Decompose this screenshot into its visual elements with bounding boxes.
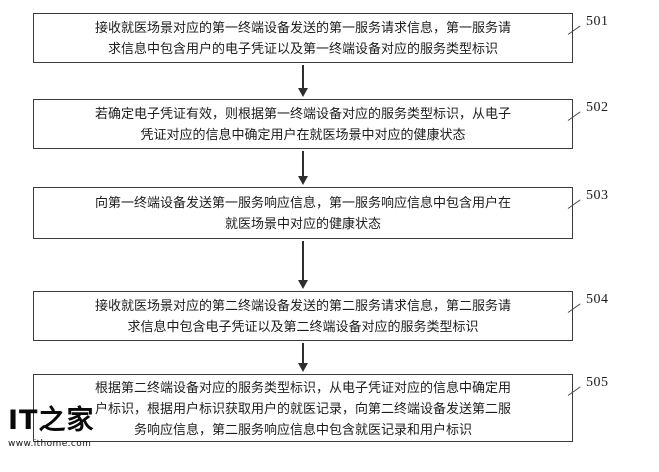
flow-step-4-box: 接收就医场景对应的第二终端设备发送的第二服务请求信息，第二服务请 求信息中包含电…	[33, 291, 573, 341]
arrow-head	[298, 280, 308, 289]
ithome-watermark: IT之家 www.ithome.com	[8, 406, 94, 450]
flow-step-5-text-line: 户标识，根据用户标识获取用户的就医记录，向第二终端设备发送第二服	[94, 400, 511, 416]
flow-step-3-text-line: 向第一终端设备发送第一服务响应信息，第一服务响应信息中包含用户在	[94, 195, 511, 210]
arrow-shaft	[302, 65, 304, 88]
flow-step-5-text-line: 根据第二终端设备对应的服务类型标识，从电子凭证对应的信息中确定用	[94, 379, 511, 395]
arrow-shaft	[302, 343, 304, 363]
flow-step-2-text-line: 若确定电子凭证有效，则根据第一终端设备对应的服务类型标识，从电子	[94, 106, 511, 121]
flow-step-2-text-line: 凭证对应的信息中确定用户在就医场景中对应的健康状态	[140, 127, 466, 142]
flow-step-4-text-line: 接收就医场景对应的第二终端设备发送的第二服务请求信息，第二服务请	[94, 298, 511, 313]
flow-step-5-text-line: 务响应信息，第二服务响应信息中包含就医记录和用户标识	[133, 421, 472, 437]
flow-step-4-text-line: 求信息中包含电子凭证以及第二终端设备对应的服务类型标识	[127, 319, 479, 334]
arrow-head	[298, 176, 308, 185]
flow-step-3-box: 向第一终端设备发送第一服务响应信息，第一服务响应信息中包含用户在 就医场景中对应…	[33, 187, 573, 239]
down-arrow-2	[297, 151, 309, 185]
down-arrow-4	[297, 343, 309, 372]
arrow-shaft	[302, 241, 304, 280]
flow-step-1-box: 接收就医场景对应的第一终端设备发送的第一服务请求信息，第一服务请 求信息中包含用…	[33, 13, 573, 63]
flow-step-1-text-line: 求信息中包含用户的电子凭证以及第一终端设备对应的服务类型标识	[107, 41, 498, 56]
ref-number-505: 505	[586, 375, 609, 390]
down-arrow-3	[297, 241, 309, 289]
flow-step-5-box: 根据第二终端设备对应的服务类型标识，从电子凭证对应的信息中确定用 户标识，根据用…	[33, 374, 573, 442]
ithome-logo: IT之家	[8, 405, 95, 436]
arrow-shaft	[302, 151, 304, 176]
ithome-url-text: www.ithome.com	[8, 439, 92, 449]
ref-number-503: 503	[586, 188, 609, 203]
ref-number-504: 504	[586, 292, 609, 307]
flow-step-2-box: 若确定电子凭证有效，则根据第一终端设备对应的服务类型标识，从电子 凭证对应的信息…	[33, 99, 573, 149]
down-arrow-1	[297, 65, 309, 97]
arrow-head	[298, 88, 308, 97]
flow-step-3-text-line: 就医场景中对应的健康状态	[224, 216, 381, 231]
ref-number-501: 501	[586, 14, 609, 29]
ref-number-502: 502	[586, 100, 609, 115]
arrow-head	[298, 363, 308, 372]
flow-step-1-text-line: 接收就医场景对应的第一终端设备发送的第一服务请求信息，第一服务请	[94, 20, 511, 35]
